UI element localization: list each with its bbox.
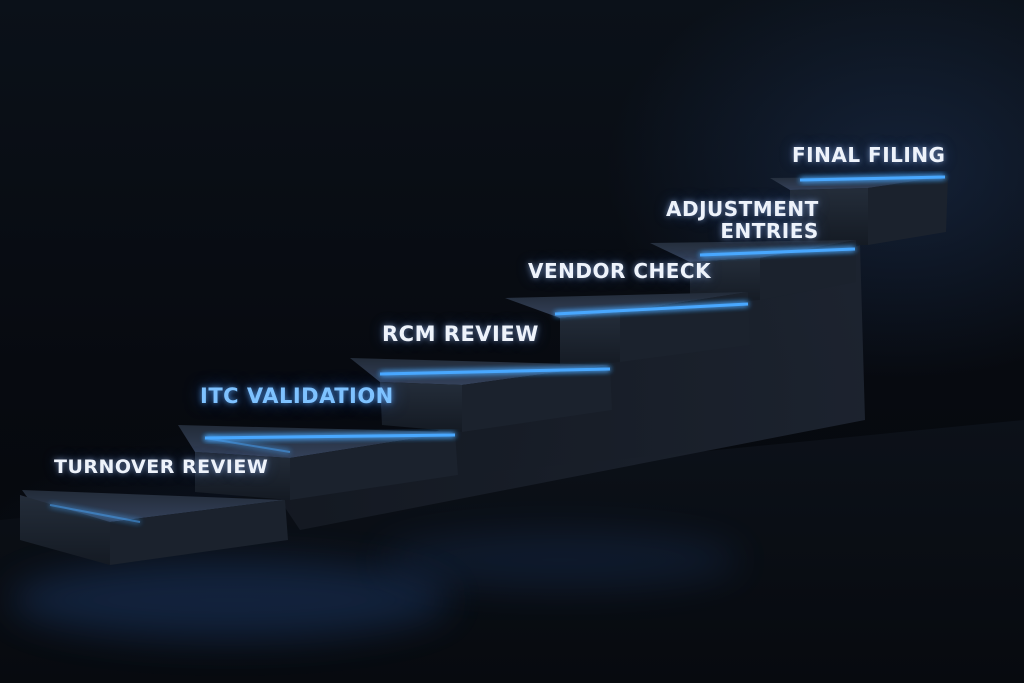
step-label-line: ADJUSTMENT	[666, 197, 819, 221]
step-2	[178, 425, 458, 500]
step-1	[20, 490, 288, 565]
step-3	[350, 358, 612, 432]
step-label-line: ENTRIES	[720, 219, 819, 243]
step-label-adjustment-entries: ADJUSTMENT ENTRIES	[666, 198, 819, 242]
floor-reflection	[10, 560, 450, 640]
step-label-rcm-review: RCM REVIEW	[382, 322, 539, 346]
step-6	[770, 175, 948, 247]
step-label-turnover-review: TURNOVER REVIEW	[54, 456, 269, 478]
step-4	[505, 292, 750, 368]
step-label-vendor-check: VENDOR CHECK	[528, 259, 712, 283]
step-label-final-filing: FINAL FILING	[792, 143, 946, 167]
step-label-itc-validation: ITC VALIDATION	[200, 384, 394, 408]
floor-reflection	[380, 530, 740, 590]
